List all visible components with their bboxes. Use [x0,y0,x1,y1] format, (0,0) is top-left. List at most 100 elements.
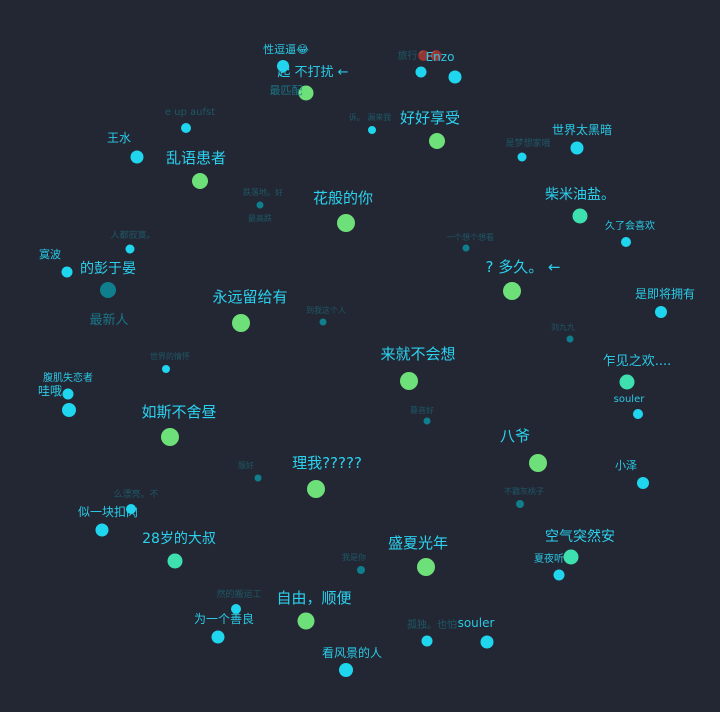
user-node-label[interactable]: 暮音好 [410,406,434,415]
user-node-label[interactable]: Enzo [425,50,455,64]
user-node-label[interactable]: 理我????? [292,454,362,472]
user-node-dot[interactable] [553,569,565,581]
user-node-label[interactable]: 八爷 [499,427,531,445]
user-node-label[interactable]: 夏夜听 [534,554,564,565]
user-node-label[interactable]: e up aufst [164,107,216,118]
user-node-dot[interactable] [619,374,635,390]
user-node-dot[interactable] [211,630,225,644]
user-node-dot[interactable] [516,500,524,508]
user-node-dot[interactable] [357,566,365,574]
user-node-dot[interactable] [192,173,208,189]
user-node-dot[interactable] [572,208,588,224]
user-node-label[interactable]: 最匹配 [269,84,303,97]
user-node-dot[interactable] [655,306,667,318]
user-node-label[interactable]: 最新人 [89,313,129,328]
user-node-label[interactable]: 服好 [238,461,254,470]
user-node-dot[interactable] [415,66,427,78]
user-node-label[interactable]: 永远留给有 [212,288,288,306]
user-node-dot[interactable] [421,635,433,647]
user-node-label[interactable]: 刘九九 [551,323,575,332]
user-node-label[interactable]: 久了会喜欢 [605,221,655,232]
user-node-dot[interactable] [566,335,574,343]
user-node-dot[interactable] [429,133,445,149]
user-node-label[interactable]: 最高跌 [248,214,272,223]
user-node-label[interactable]: ? 多久。 ← [485,258,561,276]
user-node-dot[interactable] [448,70,462,84]
user-node-label[interactable]: 王水 [106,131,132,145]
user-node-dot[interactable] [339,663,353,677]
user-node-label[interactable]: 为一个善良 [193,612,255,626]
user-node-dot[interactable] [61,266,73,278]
user-node-dot[interactable] [337,214,355,232]
user-node-label[interactable]: 到我这个人 [306,306,346,315]
user-node-dot[interactable] [637,477,649,489]
user-node-label[interactable]: 是梦想家哦 [505,139,551,149]
user-node-label[interactable]: 如斯不舍昼 [141,403,217,421]
user-node-dot[interactable] [95,523,109,537]
user-node-label[interactable]: 似一块扣肉 [77,505,139,519]
user-node-label[interactable]: 乱语患者 [165,149,227,167]
user-node-label[interactable]: 起 不打扰 ← [277,65,349,80]
user-node-dot[interactable] [462,244,470,252]
user-node-label[interactable]: 旅行🔴🔴 [397,51,443,62]
user-node-label[interactable]: 柴米油盐。 [545,187,615,203]
user-node-label[interactable]: 世界太黑暗 [551,123,613,137]
user-node-label[interactable]: 人都寂寞。 [110,231,156,241]
user-node-dot[interactable] [100,282,116,298]
user-node-dot[interactable] [231,604,241,614]
user-node-dot[interactable] [297,612,315,630]
user-node-label[interactable]: 看风景的人 [321,646,383,660]
user-node-dot[interactable] [62,403,76,417]
user-node-label[interactable]: 跌落地。好 [243,188,283,197]
user-node-dot[interactable] [181,123,191,133]
user-node-dot[interactable] [319,318,327,326]
user-node-label[interactable]: 自由，顺便 [276,589,352,607]
user-node-dot[interactable] [125,244,135,254]
user-node-label[interactable]: 来就不会想 [380,345,456,363]
user-node-dot[interactable] [517,152,527,162]
user-node-dot[interactable] [563,549,579,565]
user-node-dot[interactable] [232,314,250,332]
user-node-label[interactable]: 诉。 漏来我 [348,113,392,122]
user-node-label[interactable]: 寞波 [39,248,61,261]
user-node-dot[interactable] [423,417,431,425]
user-node-dot[interactable] [277,60,289,72]
user-node-dot[interactable] [503,282,521,300]
user-node-dot[interactable] [162,365,170,373]
user-node-label[interactable]: 是即将拥有 [634,287,696,301]
user-node-label[interactable]: 我是你 [342,553,366,562]
user-node-label[interactable]: 花般的你 [312,189,374,207]
user-node-label[interactable]: 28岁的大叔 [142,531,216,547]
user-node-label[interactable]: 好好享受 [399,109,461,127]
user-node-label[interactable]: 盛夏光年 [387,534,449,552]
user-node-dot[interactable] [62,388,74,400]
user-node-dot[interactable] [298,85,314,101]
user-node-dot[interactable] [368,126,376,134]
user-node-dot[interactable] [400,372,418,390]
user-node-dot[interactable] [307,480,325,498]
user-node-dot[interactable] [130,150,144,164]
user-node-label[interactable]: 的彭于晏 [80,261,136,277]
user-node-dot[interactable] [570,141,584,155]
user-node-label[interactable]: 一个想个想看 [446,233,494,242]
user-node-label[interactable]: 性逗逼😂 [263,43,309,56]
user-node-label[interactable]: 世界的情怀 [150,352,190,361]
user-node-dot[interactable] [417,558,435,576]
user-node-dot[interactable] [256,201,264,209]
user-node-dot[interactable] [254,474,262,482]
user-node-dot[interactable] [167,553,183,569]
user-node-label[interactable]: 小泽 [615,459,637,472]
user-node-dot[interactable] [633,409,643,419]
user-node-dot[interactable] [480,635,494,649]
user-node-dot[interactable] [126,504,136,514]
user-node-label[interactable]: 么漂亮。不 [113,490,159,500]
user-node-dot[interactable] [161,428,179,446]
user-node-label[interactable]: 哇哦 [37,384,63,398]
user-node-label[interactable]: 空气突然安 [545,529,615,545]
user-node-dot[interactable] [529,454,547,472]
user-node-label[interactable]: 腹肌失恋者 [43,373,93,384]
user-node-label[interactable]: 乍见之欢.... [602,354,672,369]
user-node-label[interactable]: 不戳灰桃子 [504,487,544,496]
user-node-label[interactable]: 然的搬运工 [216,590,262,600]
user-node-label[interactable]: souler [457,616,495,630]
